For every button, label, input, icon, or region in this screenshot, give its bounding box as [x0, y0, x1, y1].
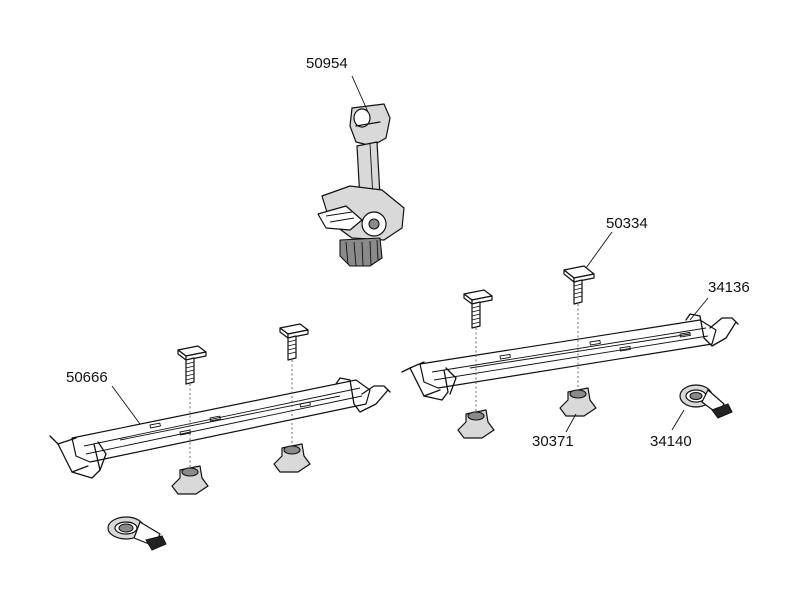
- left-tbolt-2: [279, 323, 309, 361]
- left-tbolt-1: [177, 345, 207, 385]
- right-tbolt-1: [463, 289, 493, 329]
- label-30371: 30371: [532, 433, 574, 450]
- right-channel-part: [401, 313, 739, 401]
- right-strap: [679, 384, 733, 419]
- left-channel-part: [49, 377, 391, 479]
- label-34140: 34140: [650, 433, 692, 450]
- label-50954: 50954: [306, 55, 348, 72]
- label-50334: 50334: [606, 215, 648, 232]
- right-tbolt-2: [563, 265, 595, 305]
- left-tnut-1: [171, 465, 209, 495]
- left-tnut-2: [273, 443, 311, 473]
- label-50666: 50666: [66, 369, 108, 386]
- right-tnut-1: [457, 409, 495, 439]
- handlebar-mount-part: [317, 103, 405, 267]
- label-34136: 34136: [708, 279, 750, 296]
- left-strap: [107, 516, 167, 551]
- right-tnut-2: [559, 387, 597, 417]
